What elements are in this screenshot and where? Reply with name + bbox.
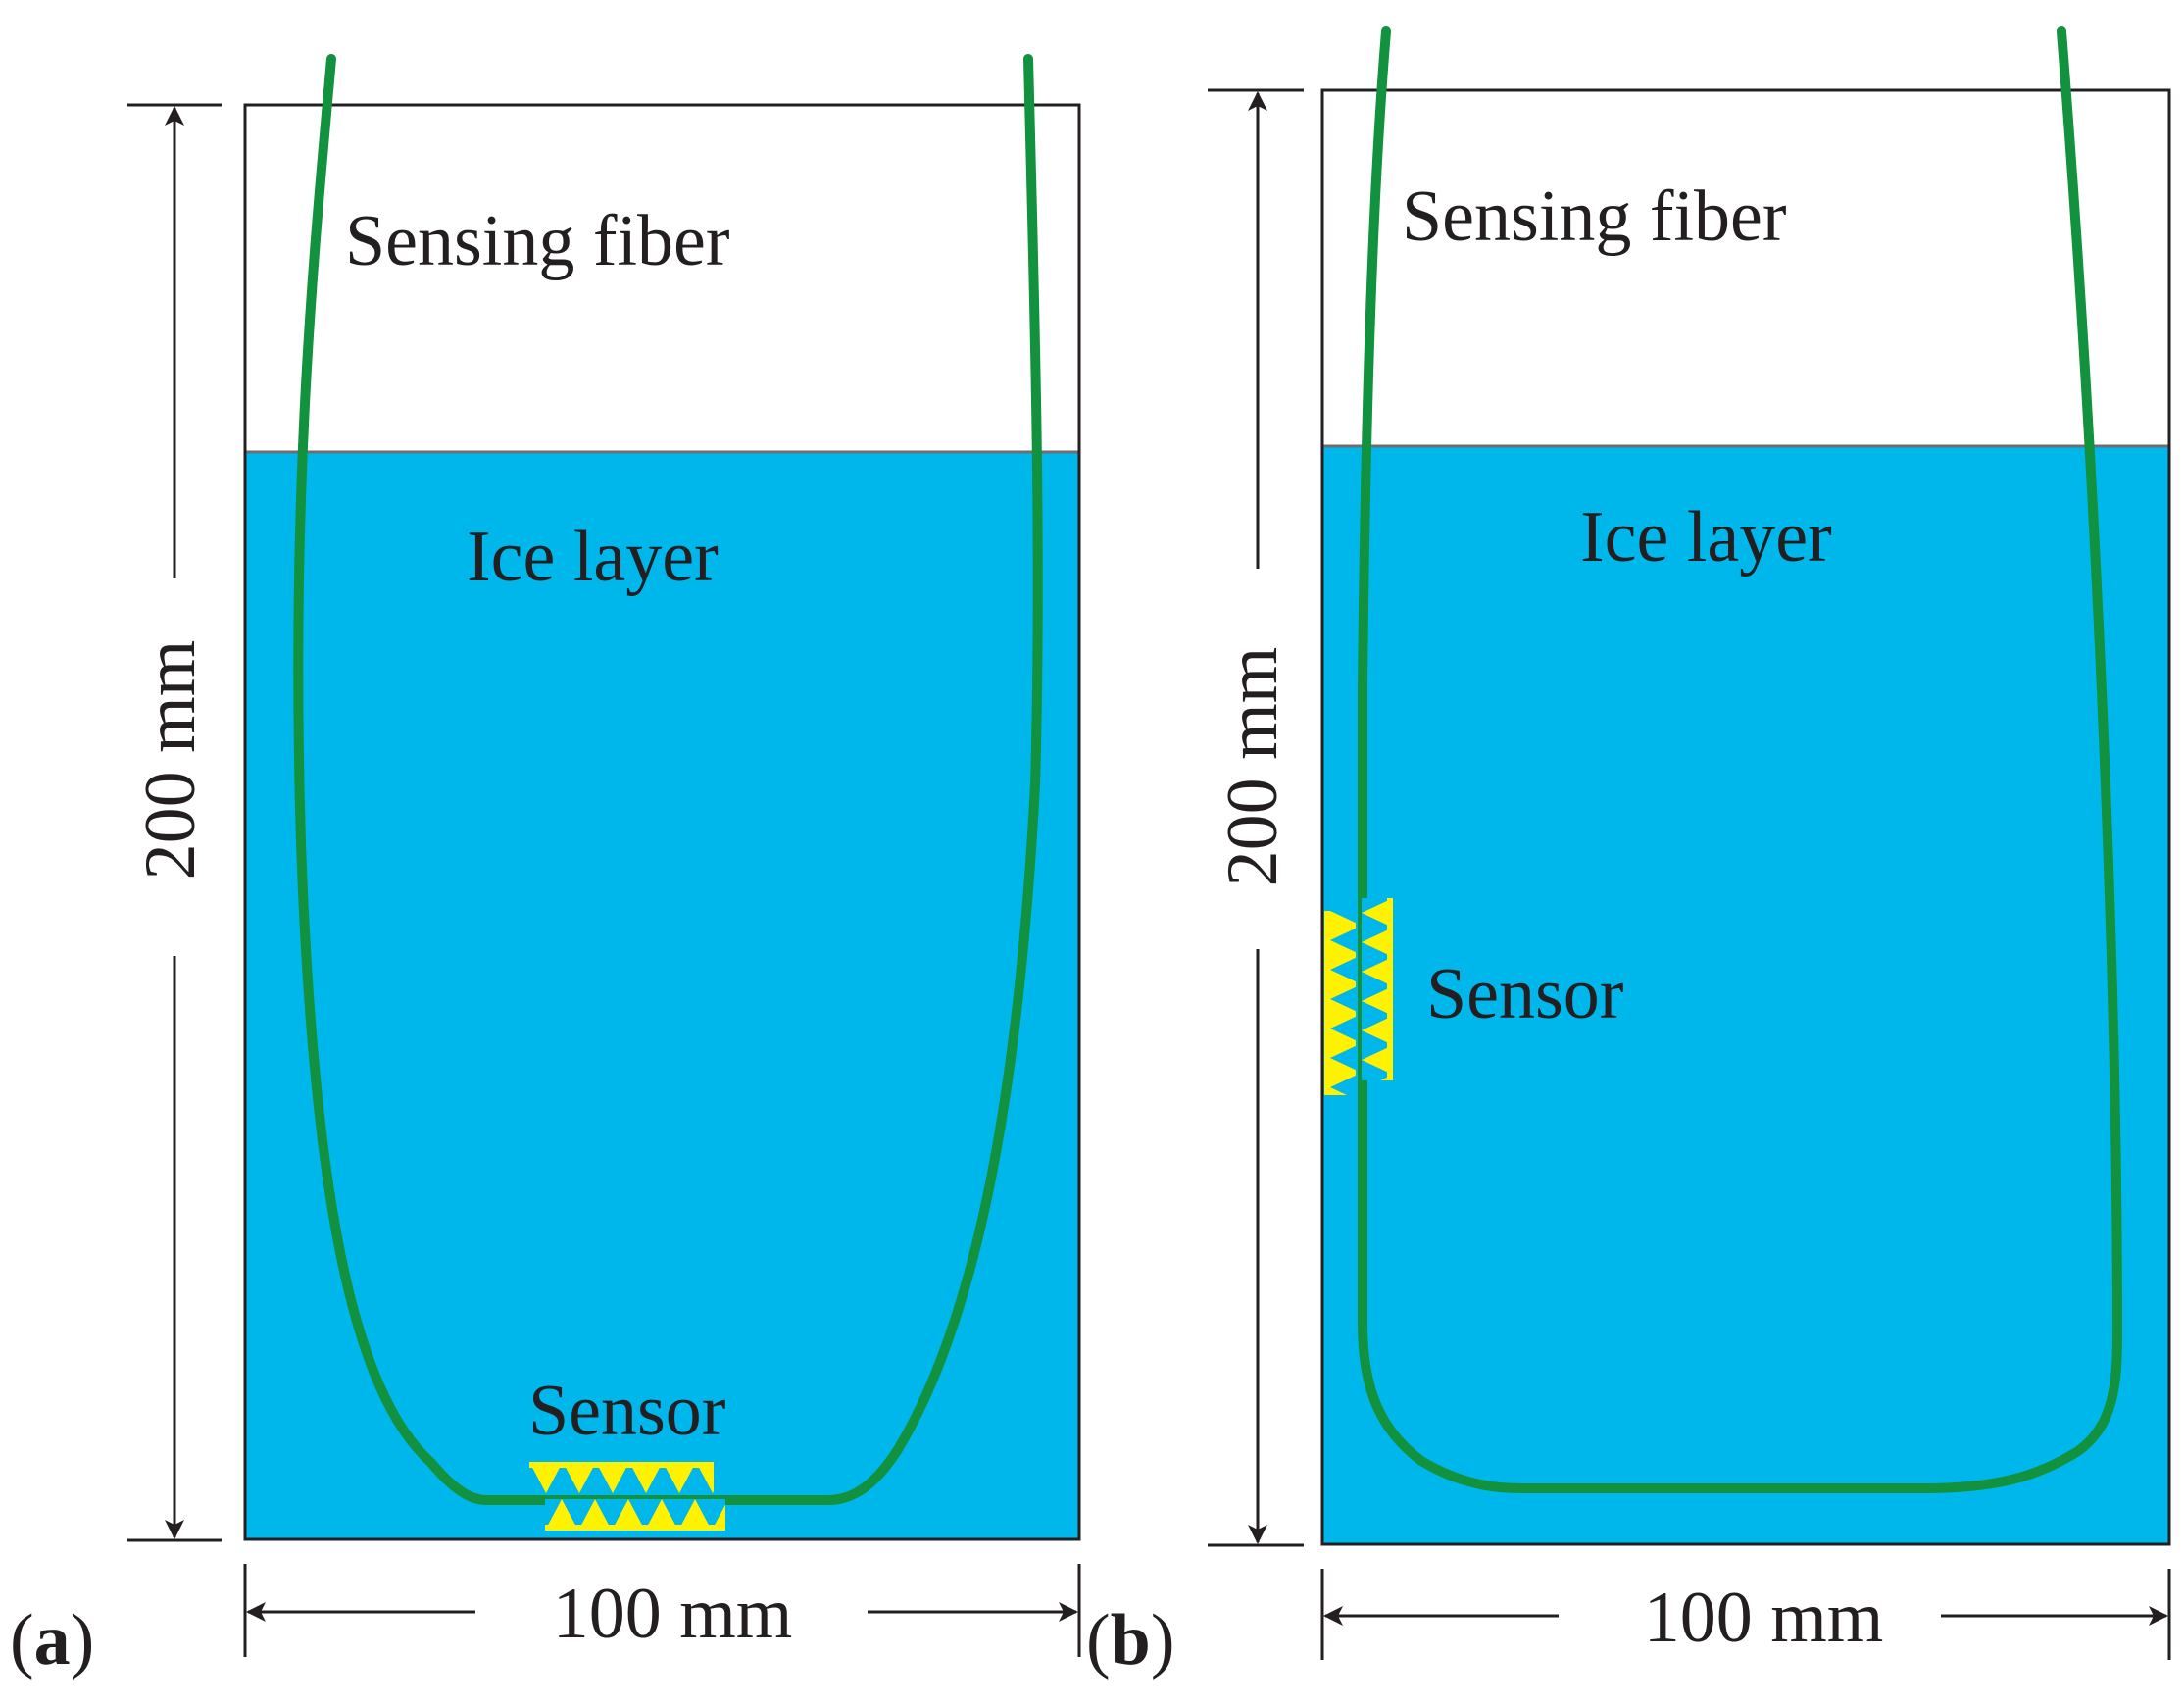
panel-a: Sensing fiber Ice layer Sensor 200 mm 10… — [10, 54, 1081, 1681]
panel-b: Sensing fiber Ice layer Sensor 200 mm 10… — [1086, 26, 2171, 1681]
sensing-fiber-b — [1358, 26, 2123, 1494]
container-a — [243, 103, 1081, 1541]
width-dimension-b — [1320, 1569, 2171, 1660]
ice-label-b: Ice layer — [1580, 497, 1832, 577]
container-b — [1320, 88, 2171, 1546]
width-label-a: 100 mm — [553, 1574, 793, 1654]
width-dimension-a — [243, 1564, 1081, 1657]
ice-label-a: Ice layer — [467, 517, 719, 597]
sensor-a — [529, 1462, 725, 1531]
height-dimension-a — [127, 103, 222, 1542]
container-a-air — [245, 105, 1079, 453]
sensing-fiber-a — [293, 54, 1043, 1505]
sensor-label-a: Sensor — [528, 1371, 725, 1451]
panel-label-b: (b) — [1086, 1600, 1174, 1681]
panel-label-a: (a) — [10, 1600, 94, 1681]
fiber-label-b: Sensing fiber — [1402, 176, 1787, 257]
height-label-b: 200 mm — [1213, 647, 1293, 887]
sensor-b — [1324, 898, 1393, 1095]
ice-layer-b — [1322, 446, 2169, 1545]
container-b-air — [1322, 90, 2169, 446]
height-dimension-b — [1208, 88, 1304, 1547]
height-label-a: 200 mm — [130, 640, 211, 880]
fiber-label-a: Sensing fiber — [345, 201, 730, 281]
width-label-b: 100 mm — [1644, 1578, 1884, 1658]
sensor-label-b: Sensor — [1426, 954, 1623, 1034]
